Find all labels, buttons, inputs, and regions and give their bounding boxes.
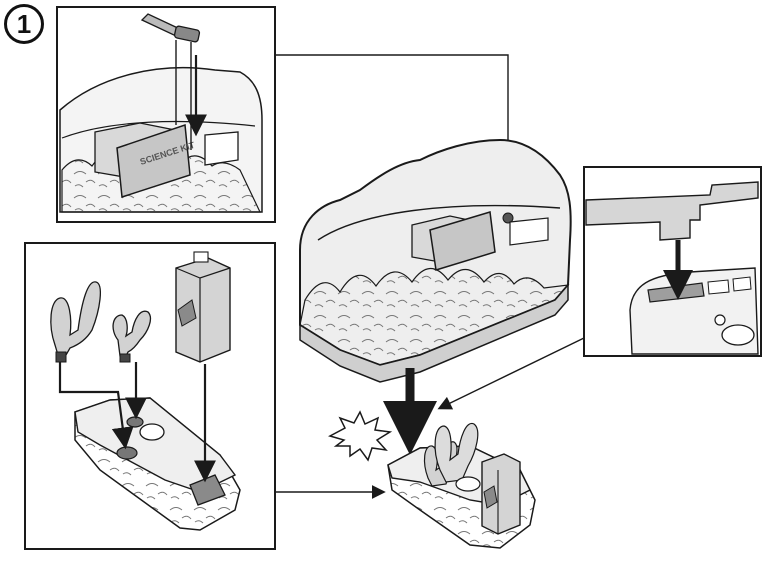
step-number-badge: 1	[4, 4, 44, 44]
lid-window-edge	[317, 204, 561, 241]
detail-panel-clip-slot	[583, 166, 762, 357]
cactus-hole-small	[126, 416, 144, 428]
lid-rock-surface	[299, 267, 570, 366]
slot-small	[707, 279, 730, 295]
main-lid	[299, 138, 572, 383]
lid-label-card	[429, 211, 496, 271]
lid-clip-tower	[509, 217, 549, 246]
pin-tool	[140, 13, 201, 43]
clip-tower	[204, 131, 239, 166]
lid-base-rim	[299, 282, 569, 383]
installed-large-cactus	[434, 422, 479, 483]
detail-panel-base-assembly	[24, 242, 276, 550]
lid-rim	[61, 120, 256, 139]
slot-small	[732, 276, 752, 292]
insert-arrow	[58, 362, 134, 450]
base-knob	[721, 324, 755, 346]
lid-pin	[502, 212, 514, 224]
detail-panel-lid-badge: SCIENCE KIT	[56, 6, 276, 223]
installed-cartridge	[481, 453, 521, 535]
assembled-base	[387, 422, 536, 549]
connector-line	[437, 337, 585, 410]
dish	[139, 423, 165, 441]
label-card: SCIENCE KIT	[116, 123, 196, 198]
step-number-label: 1	[16, 8, 32, 39]
cartridge	[175, 251, 231, 363]
base-hole	[714, 314, 726, 326]
small-cactus	[112, 310, 152, 363]
cartridge-label	[483, 485, 498, 509]
dish	[455, 476, 481, 492]
snap-burst-icon	[328, 410, 393, 462]
lid-rim-section	[585, 181, 759, 241]
large-cactus	[50, 281, 102, 363]
cactus-hole-large	[116, 446, 138, 460]
